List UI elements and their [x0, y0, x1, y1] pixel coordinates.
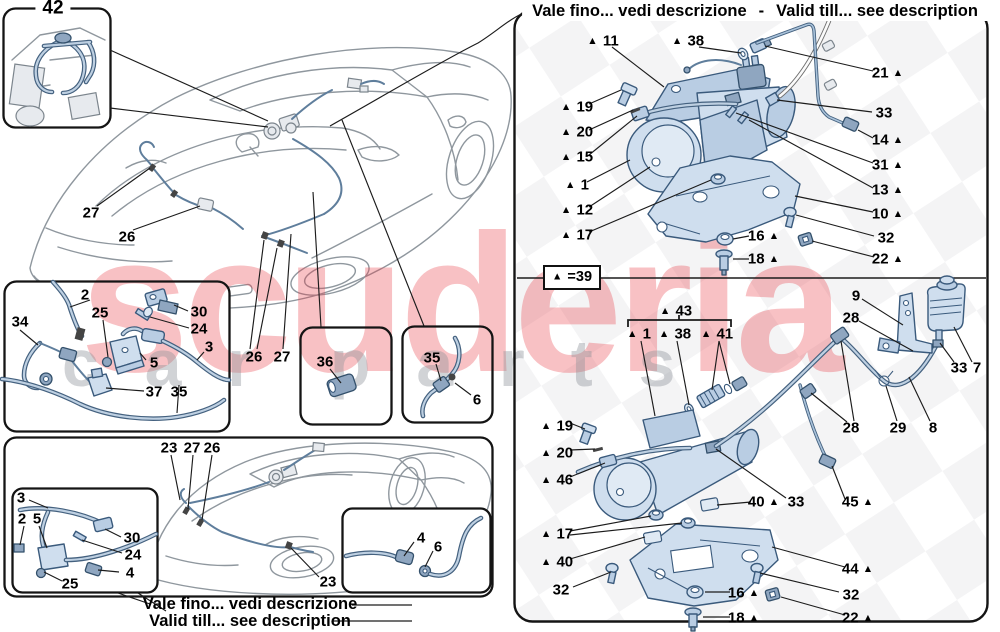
callout-8: 8	[928, 419, 938, 437]
callout-1: ▲ 1	[565, 176, 589, 194]
callout-37: 37	[145, 383, 163, 401]
validity-note-top: Vale fino... vedi descrizione - Valid ti…	[522, 2, 988, 21]
callout-28: 28	[842, 419, 860, 437]
callout-33: 33	[787, 493, 805, 511]
callout-30: 30	[190, 303, 208, 321]
callout-9: 9	[851, 287, 861, 305]
callout-2: 2	[17, 510, 27, 528]
callout-43: ▲ 43	[659, 302, 693, 320]
validity-note-top-english: Valid till... see description	[776, 2, 978, 20]
car-hose-routing-bottom	[179, 441, 325, 553]
callout-41: ▲ 41	[700, 325, 734, 343]
callout-23: 23	[319, 573, 337, 591]
callout-11: ▲ 11	[587, 32, 619, 50]
callout-34: 34	[11, 313, 29, 331]
callout-38: ▲ 38	[658, 325, 692, 343]
validity-note-bottom-italian: Vale fino... vedi descrizione	[142, 595, 358, 613]
callout-35: 35	[423, 349, 441, 367]
callout-10: 10 ▲	[871, 205, 905, 223]
callout-15: ▲ 15	[560, 148, 594, 166]
callout-36: 36	[316, 353, 334, 371]
callout-20: ▲ 20	[560, 123, 594, 141]
callout-35: 35	[170, 383, 188, 401]
callout-25: 25	[91, 304, 109, 322]
callout-27: 27	[82, 204, 100, 222]
callout-26: 26	[118, 228, 136, 246]
callout-12: ▲ 12	[560, 201, 594, 219]
callout-32: 32	[877, 229, 895, 247]
callout-29: 29	[889, 419, 907, 437]
callout-45: 45 ▲	[841, 493, 875, 511]
hose-kit-front-box	[0, 279, 232, 421]
detail-box-42-content	[8, 27, 106, 127]
callout-19: ▲ 19	[560, 98, 594, 116]
legend-triangle-equals-39: ▲ =39	[543, 265, 602, 290]
callout-16: 16 ▲	[747, 227, 781, 245]
callout-32: 32	[842, 586, 860, 604]
callout-33: 33	[875, 104, 893, 122]
callout-23: 23	[160, 439, 178, 457]
car-hose-routing-top	[138, 77, 385, 254]
watermark-sub-text-parts: parts	[330, 326, 722, 400]
legend-text: ▲ =39	[552, 269, 593, 285]
hose-kit-bottom-box	[13, 506, 159, 579]
callout-22: 22 ▲	[871, 250, 905, 268]
callout-40: ▲ 40	[540, 553, 574, 571]
callout-24: 24	[190, 320, 208, 338]
callout-28: 28	[842, 309, 860, 327]
callout-19: ▲ 19	[540, 417, 574, 435]
callout-16: 16 ▲	[727, 584, 761, 602]
callout-3: 3	[16, 489, 26, 507]
validity-note-top-italian: Vale fino... vedi descrizione	[532, 2, 747, 20]
callout-27: 27	[183, 439, 201, 457]
callout-4: 4	[125, 564, 135, 582]
callout-24: 24	[124, 546, 142, 564]
hose-kit-sill-box	[343, 515, 484, 578]
leader-lines	[19, 11, 973, 622]
callout-20: ▲ 20	[540, 444, 574, 462]
callout-40: 40 ▲	[747, 493, 781, 511]
callout-13: 13 ▲	[871, 181, 905, 199]
validity-note-separator: -	[758, 2, 765, 20]
callout-6: 6	[472, 391, 482, 409]
callout-6: 6	[433, 538, 443, 556]
pump-assembly-bottom	[575, 275, 966, 632]
callout-38: ▲ 38	[671, 32, 705, 50]
callout-5: 5	[32, 510, 42, 528]
hose-part-box35	[420, 335, 462, 419]
callout-31: 31 ▲	[871, 156, 905, 174]
callout-22: 22 ▲	[841, 609, 875, 627]
callout-27: 27	[273, 348, 291, 366]
valve-part-box36	[326, 373, 357, 398]
callout-1: ▲ 1	[627, 325, 651, 343]
callout-30: 30	[123, 529, 141, 547]
callout-4: 4	[416, 529, 426, 547]
callout-26: 26	[245, 348, 263, 366]
validity-note-bottom-english: Valid till... see description	[149, 612, 351, 631]
callout-26: 26	[203, 439, 221, 457]
callout-32: 32	[552, 581, 570, 599]
callout-2: 2	[80, 286, 90, 304]
callout-5: 5	[149, 354, 159, 372]
callout-18: 18 ▲	[747, 250, 781, 268]
callout-3: 3	[204, 338, 214, 356]
callout-33: 33	[950, 359, 968, 377]
callout-14: 14 ▲	[871, 131, 905, 149]
callout-46: ▲ 46	[540, 471, 574, 489]
callout-17: ▲ 17	[540, 525, 574, 543]
callout-42: 42	[35, 0, 71, 18]
callout-7: 7	[972, 359, 982, 377]
callout-18: 18 ▲	[727, 609, 761, 627]
validity-note-bottom: Vale fino... vedi descrizione Valid till…	[142, 595, 358, 631]
callout-44: 44 ▲	[841, 560, 875, 578]
callout-25: 25	[61, 575, 79, 593]
callout-21: 21 ▲	[871, 64, 905, 82]
callout-17: ▲ 17	[560, 226, 594, 244]
